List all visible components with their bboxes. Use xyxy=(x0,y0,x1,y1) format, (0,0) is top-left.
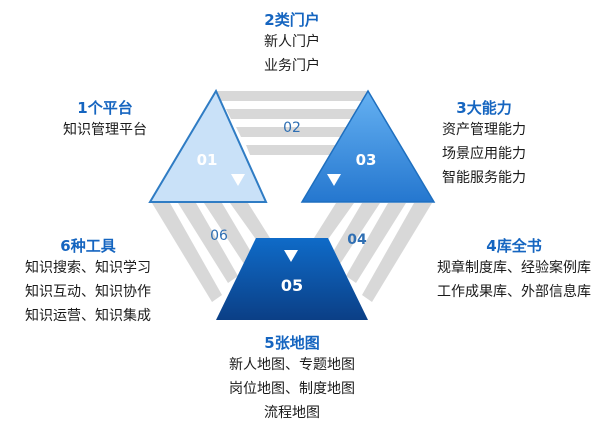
stripe-band-06 xyxy=(152,203,270,302)
block-upper-right-line: 资产管理能力 xyxy=(442,122,526,138)
block-top: 2类门户 新人门户 业务门户 xyxy=(222,10,362,78)
block-lower-right-line: 规章制度库、经验案例库 xyxy=(437,260,591,276)
segment-02-label: 02 xyxy=(283,120,301,136)
segment-03-label: 03 xyxy=(356,151,377,169)
block-top-line: 新人门户 xyxy=(264,34,320,50)
segment-05-arrow-icon xyxy=(284,250,298,262)
block-upper-right-title: 3大能力 xyxy=(456,99,512,117)
block-upper-right-line: 场景应用能力 xyxy=(442,146,526,162)
block-top-line: 业务门户 xyxy=(264,58,320,74)
block-bottom-line: 新人地图、专题地图 xyxy=(229,357,355,373)
segment-05-trapezoid xyxy=(216,238,368,320)
block-lower-right-title: 4库全书 xyxy=(486,237,542,255)
stripe-band-02 xyxy=(216,91,368,155)
block-upper-right: 3大能力 资产管理能力 场景应用能力 智能服务能力 xyxy=(414,98,554,190)
segment-01-arrow-icon xyxy=(231,174,245,186)
stripe-band-04 xyxy=(314,203,432,302)
block-bottom: 5张地图 新人地图、专题地图 岗位地图、制度地图 流程地图 xyxy=(202,333,382,425)
block-lower-left-line: 知识搜索、知识学习 xyxy=(25,260,151,276)
block-upper-left: 1个平台 知识管理平台 xyxy=(45,98,165,142)
block-bottom-title: 5张地图 xyxy=(264,334,320,352)
segment-03-arrow-icon xyxy=(327,174,341,186)
block-lower-right-line: 工作成果库、外部信息库 xyxy=(437,284,591,300)
block-lower-right: 4库全书 规章制度库、经验案例库 工作成果库、外部信息库 xyxy=(416,236,612,304)
segment-05-label: 05 xyxy=(281,276,303,295)
block-lower-left: 6种工具 知识搜索、知识学习 知识互动、知识协作 知识运营、知识集成 xyxy=(2,236,174,328)
block-upper-right-line: 智能服务能力 xyxy=(442,170,526,186)
block-upper-left-line: 知识管理平台 xyxy=(63,122,147,138)
segment-04-label: 04 xyxy=(347,232,367,248)
block-bottom-line: 流程地图 xyxy=(264,405,320,421)
block-bottom-line: 岗位地图、制度地图 xyxy=(229,381,355,397)
block-lower-left-title: 6种工具 xyxy=(60,237,116,255)
segment-01-label: 01 xyxy=(197,151,218,169)
block-lower-left-line: 知识运营、知识集成 xyxy=(25,308,151,324)
block-top-title: 2类门户 xyxy=(264,11,320,29)
block-upper-left-title: 1个平台 xyxy=(77,99,133,117)
segment-06-label: 06 xyxy=(210,228,228,244)
block-lower-left-line: 知识互动、知识协作 xyxy=(25,284,151,300)
